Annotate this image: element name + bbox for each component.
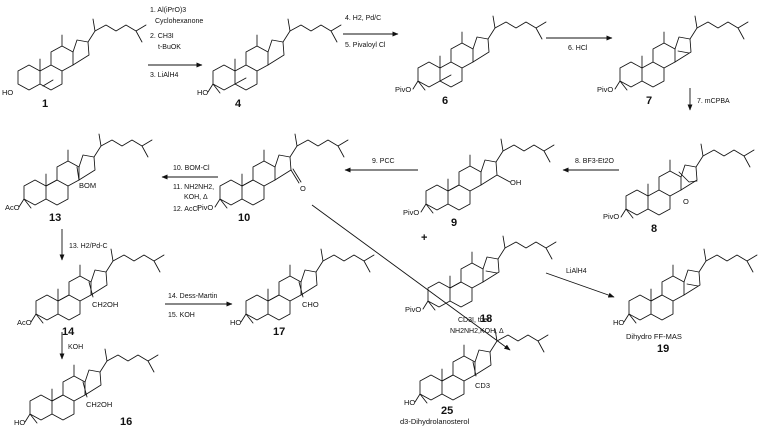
reagent-step-9: 9. PCC xyxy=(372,158,395,165)
reagents-cd3i: CD3I, then NH2NH2,KOH, Δ xyxy=(450,317,504,335)
substituent-label: AcO xyxy=(17,318,32,327)
substituent-extra: CD3 xyxy=(475,381,490,390)
compound-17-structure xyxy=(240,248,375,324)
substituent-extra: O xyxy=(300,184,306,193)
compound-16-structure xyxy=(24,348,159,424)
substituent-label: AcO xyxy=(5,203,20,212)
compound-number: 10 xyxy=(238,212,250,224)
reagent-line: t-BuOK xyxy=(158,44,181,51)
compound-13-structure xyxy=(18,133,153,209)
compound-number: 1 xyxy=(42,98,48,110)
compound-14-structure xyxy=(30,248,165,324)
reagents-steps-1-3: 1. Al(iPrO)3 Cyclohexanone 2. CH3I t-BuO… xyxy=(150,7,203,79)
compound-6-structure xyxy=(412,15,547,91)
compound-number: 19 xyxy=(657,343,669,355)
arrow-10-to-25 xyxy=(311,204,511,351)
substituent-label: PivO xyxy=(403,208,419,217)
reagent-line: 10. BOM-Cl xyxy=(173,165,210,172)
compound-number: 9 xyxy=(451,217,457,229)
compound-8-structure xyxy=(620,143,755,219)
reagent-line: CD3I, then xyxy=(458,317,492,324)
reagent-step-8: 8. BF3-Et2O xyxy=(575,158,614,165)
reagent-line: Cyclohexanone xyxy=(155,18,203,25)
compound-4-structure xyxy=(207,18,342,94)
compound-1-structure xyxy=(17,18,147,91)
compound-18-structure xyxy=(422,235,557,311)
reagents-steps-10-12: 10. BOM-Cl 11. NH2NH2, KOH, Δ 12. AcCl xyxy=(173,165,214,213)
reagent-line: NH2NH2,KOH, Δ xyxy=(450,328,504,335)
substituent-label: HO xyxy=(14,418,25,427)
reagent-line: 3. LiAlH4 xyxy=(150,72,179,79)
arrow-18-to-19 xyxy=(545,272,615,298)
compound-number: 17 xyxy=(273,326,285,338)
compound-25-structure xyxy=(414,328,549,404)
compound-number: 18 xyxy=(480,313,492,325)
compound-number: 13 xyxy=(49,212,61,224)
caption-dihydro-ff-mas: Dihydro FF-MAS xyxy=(626,332,682,341)
substituent-extra: OH xyxy=(510,178,521,187)
substituent-label: PivO xyxy=(405,305,421,314)
substituent-label: PivO xyxy=(197,203,213,212)
caption-d3-dihydrolanosterol: d3-Dihydrolanosterol xyxy=(400,417,470,426)
substituent-extra: CH2OH xyxy=(86,400,112,409)
reagent-line: 2. CH3I xyxy=(150,33,174,40)
compound-number: 16 xyxy=(120,416,132,428)
substituent-extra: CHO xyxy=(302,300,319,309)
substituent-label: HO xyxy=(613,318,624,327)
compound-19-structure xyxy=(623,248,758,324)
compound-number: 14 xyxy=(62,326,75,338)
compound-7-structure xyxy=(614,15,749,91)
compound-number: 4 xyxy=(235,98,242,110)
substituent-label: PivO xyxy=(395,85,411,94)
reagent-step-6: 6. HCl xyxy=(568,45,588,52)
reagent-line: 4. H2, Pd/C xyxy=(345,15,381,22)
reagent-step-7: 7. mCPBA xyxy=(697,98,730,105)
reagents-steps-4-5: 4. H2, Pd/C 5. Pivaloyl Cl xyxy=(345,15,386,49)
reagent-line: 1. Al(iPrO)3 xyxy=(150,7,186,14)
reagent-line: KOH, Δ xyxy=(184,194,208,201)
reagent-step-13: 13. H2/Pd-C xyxy=(69,243,108,250)
reagent-line: 11. NH2NH2, xyxy=(173,184,214,191)
substituent-label: PivO xyxy=(603,212,619,221)
compound-number: 7 xyxy=(646,95,652,107)
compound-number: 6 xyxy=(442,95,448,107)
compound-10-structure xyxy=(214,133,349,209)
substituent-label: HO xyxy=(2,88,13,97)
compound-number: 25 xyxy=(441,405,453,417)
reagent-koh: KOH xyxy=(68,344,83,351)
substituent-label: HO xyxy=(404,398,415,407)
substituent-extra: O xyxy=(683,197,689,206)
substituent-label: HO xyxy=(230,318,241,327)
reagent-lialh4: LiAlH4 xyxy=(566,268,587,275)
reagent-line: 5. Pivaloyl Cl xyxy=(345,42,386,49)
plus-sign: + xyxy=(421,232,427,244)
substituent-label: PivO xyxy=(597,85,613,94)
substituent-extra: BOM xyxy=(79,181,96,190)
reagent-line: 14. Dess-Martin xyxy=(168,293,218,300)
compound-number: 8 xyxy=(651,223,657,235)
reagents-steps-14-15: 14. Dess-Martin 15. KOH xyxy=(168,293,218,319)
substituent-label: HO xyxy=(197,88,208,97)
compound-9-structure xyxy=(420,138,555,214)
reagent-line: 12. AcCl xyxy=(173,206,200,213)
reagent-line: 15. KOH xyxy=(168,312,195,319)
substituent-extra: CH2OH xyxy=(92,300,118,309)
